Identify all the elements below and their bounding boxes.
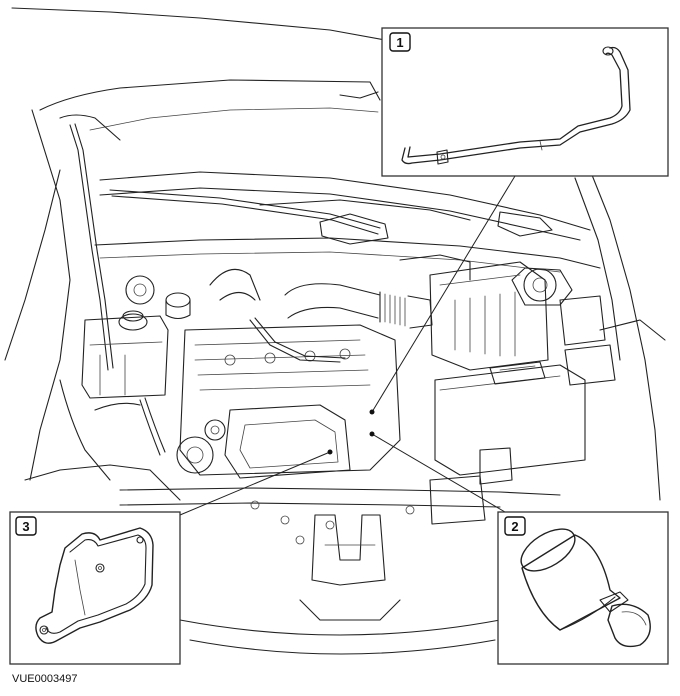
svg-text:1: 1 <box>396 35 403 50</box>
gasket-detail-illustration <box>35 527 154 644</box>
leader-line-2 <box>371 433 506 513</box>
detail-box-3: 3 <box>9 511 181 665</box>
callout-badge-3: 3 <box>15 516 37 536</box>
detail-box-1: 1 <box>381 27 669 177</box>
callout-badge-2: 2 <box>504 516 526 536</box>
svg-text:3: 3 <box>22 519 29 534</box>
engine-bay-illustration <box>4 7 666 655</box>
hose-detail-illustration <box>401 46 631 165</box>
leader-line-3 <box>179 451 331 516</box>
leader-line-1 <box>371 175 516 413</box>
sensor-detail-illustration <box>520 528 651 648</box>
leader-lines <box>179 175 516 516</box>
svg-text:2: 2 <box>511 519 518 534</box>
reference-code: VUE0003497 <box>12 673 77 685</box>
callout-badge-1: 1 <box>389 32 411 52</box>
detail-box-2: 2 <box>497 511 669 665</box>
